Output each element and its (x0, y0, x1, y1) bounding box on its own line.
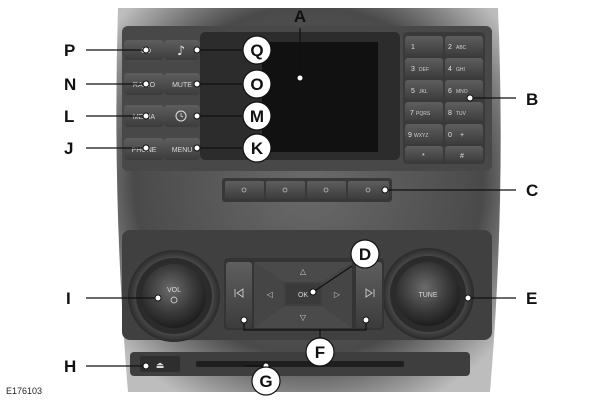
menu-button-label: MENU (172, 147, 193, 154)
callout-q: Q (250, 41, 263, 60)
svg-text:9: 9 (408, 132, 412, 139)
key-4[interactable]: 4 GHI (445, 58, 483, 78)
volume-knob[interactable]: VOL (128, 250, 220, 342)
callout-o: O (250, 75, 263, 94)
key-1[interactable]: 1 (405, 36, 443, 56)
mute-button-label: MUTE (172, 82, 192, 89)
key-hash[interactable]: # (445, 146, 483, 162)
callout-h: H (64, 357, 76, 376)
seek-forward-button[interactable] (356, 262, 382, 328)
svg-text:TUV: TUV (456, 111, 467, 117)
svg-text:ABC: ABC (456, 45, 467, 51)
preset-button-3[interactable] (307, 181, 346, 199)
svg-text:2: 2 (448, 44, 452, 51)
callout-e: E (526, 289, 537, 308)
svg-text:3: 3 (411, 66, 415, 73)
mute-button[interactable]: MUTE (164, 73, 200, 95)
key-0[interactable]: 0 + (445, 124, 483, 144)
svg-text:*: * (422, 153, 425, 160)
callout-l: L (64, 107, 74, 126)
callout-n: N (64, 75, 76, 94)
dpad-down[interactable] (254, 306, 352, 328)
callout-p: P (64, 41, 75, 60)
left-arrow-icon: ◁ (266, 290, 273, 299)
power-icon (170, 296, 178, 304)
key-3[interactable]: 3 DEF (405, 58, 443, 78)
volume-knob-label: VOL (167, 287, 181, 294)
svg-text:4: 4 (448, 66, 452, 73)
seek-back-button[interactable] (226, 262, 252, 328)
navigation-cluster: △ ▽ ◁ ▷ OK (224, 258, 384, 330)
eject-button[interactable]: ⏏ (140, 356, 180, 372)
callout-m: M (250, 107, 264, 126)
key-5[interactable]: 5 JKL (405, 80, 443, 100)
down-arrow-icon: ▽ (300, 313, 307, 322)
figure-code: E176103 (6, 386, 42, 396)
callout-g: G (259, 372, 272, 391)
callout-f: F (315, 343, 325, 362)
leader-dots (142, 46, 474, 370)
svg-text:MNO: MNO (456, 89, 468, 95)
callout-j: J (64, 139, 73, 158)
svg-text:1: 1 (411, 44, 415, 51)
tune-knob[interactable]: TUNE (382, 248, 474, 340)
dpad-up[interactable] (254, 262, 352, 282)
callout-b: B (526, 90, 538, 109)
preset-buttons (222, 178, 392, 202)
svg-text:GHI: GHI (456, 67, 465, 73)
callout-i: I (66, 289, 71, 308)
key-8[interactable]: 8 TUV (445, 102, 483, 122)
skip-back-icon (234, 288, 244, 298)
dpad-right[interactable] (322, 262, 352, 328)
key-9[interactable]: 9 WXYZ (405, 124, 443, 144)
key-2[interactable]: 2 ABC (445, 36, 483, 56)
callout-d: D (359, 245, 371, 264)
display-screen (262, 42, 378, 152)
svg-text:PQRS: PQRS (416, 111, 431, 117)
menu-button[interactable]: MENU (164, 138, 200, 160)
key-star[interactable]: * (405, 146, 443, 162)
svg-text:8: 8 (448, 110, 452, 117)
clock-hands (180, 113, 184, 118)
key-7[interactable]: 7 PQRS (405, 102, 443, 122)
preset-indicator-icon (282, 187, 288, 193)
svg-text:5: 5 (411, 88, 415, 95)
callout-k: K (251, 139, 264, 158)
key-6[interactable]: 6 MNO (445, 80, 483, 100)
skip-forward-icon (365, 288, 375, 298)
svg-text:0: 0 (448, 132, 452, 139)
callout-a: A (294, 7, 306, 26)
svg-text:7: 7 (410, 110, 414, 117)
preset-button-1[interactable] (225, 181, 264, 199)
dpad-left[interactable] (254, 262, 284, 328)
preset-indicator-icon (241, 187, 247, 193)
preset-indicator-icon (323, 187, 329, 193)
clock-icon (175, 110, 187, 122)
up-arrow-icon: △ (300, 267, 307, 276)
svg-text:JKL: JKL (419, 89, 428, 95)
directional-pad: △ ▽ ◁ ▷ OK (254, 262, 352, 328)
svg-text:WXYZ: WXYZ (414, 133, 428, 139)
keypad: 1 2 ABC 3 DEF 4 GHI 5 JKL 6 MNO 7 PQRS 8… (403, 32, 485, 164)
preset-button-2[interactable] (266, 181, 305, 199)
svg-text:6: 6 (448, 88, 452, 95)
cd-slot[interactable] (196, 361, 404, 367)
ok-button-label: OK (298, 292, 308, 299)
preset-button-4[interactable] (348, 181, 389, 199)
right-arrow-icon: ▷ (334, 290, 341, 299)
svg-text:DEF: DEF (419, 67, 429, 73)
sound-button[interactable]: ♪ (164, 40, 200, 60)
callout-bubbles (242, 35, 380, 396)
clock-button[interactable] (164, 105, 200, 127)
eject-icon: ⏏ (156, 361, 165, 371)
music-note-icon: ♪ (177, 44, 185, 59)
callout-c: C (526, 181, 538, 200)
svg-text:#: # (460, 153, 464, 160)
svg-text:+: + (460, 132, 464, 139)
preset-indicator-icon (365, 187, 371, 193)
tune-knob-label: TUNE (418, 292, 437, 299)
